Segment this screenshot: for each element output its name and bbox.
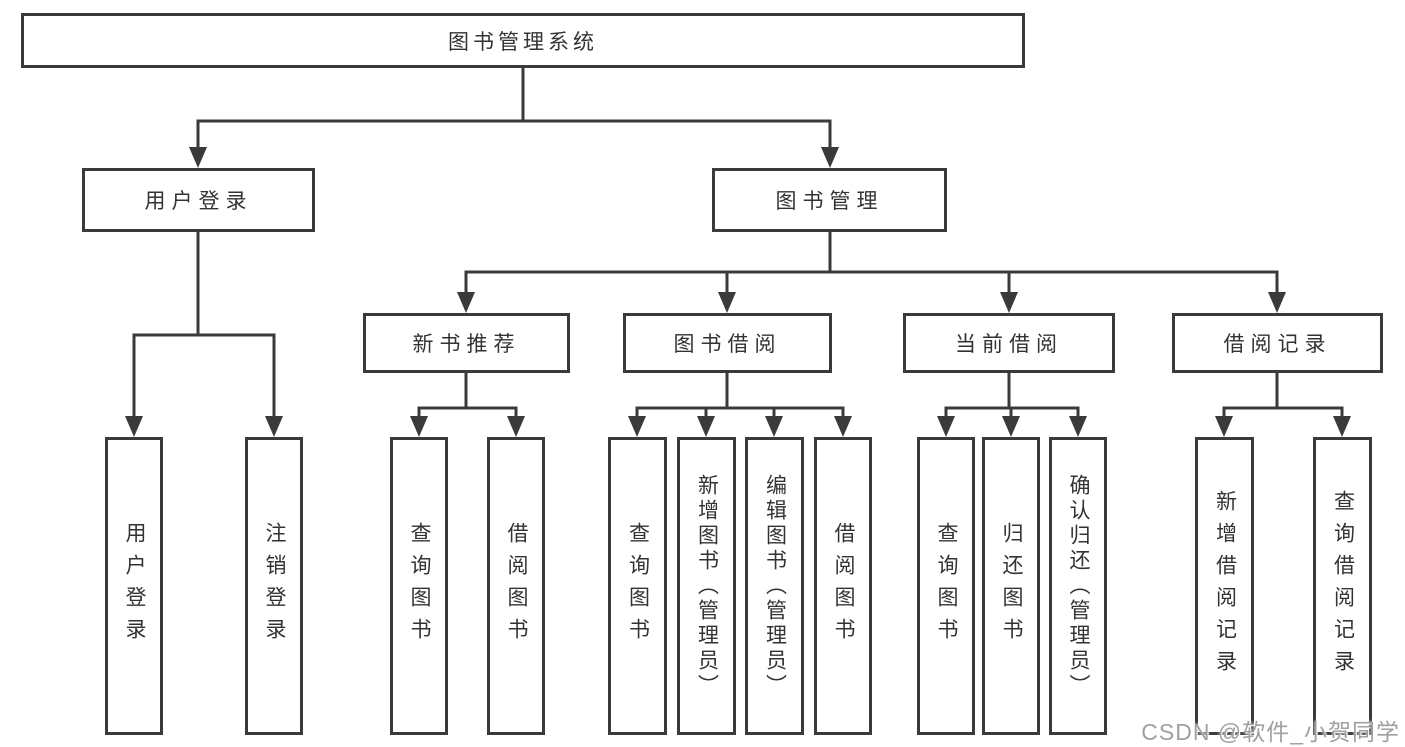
node-new-book-recommendation: 新书推荐 xyxy=(363,313,570,373)
leaf-add-books-admin: 新增图书（管理员） xyxy=(677,437,736,735)
node-current-borrowing: 当前借阅 xyxy=(903,313,1115,373)
leaf-add-borrow-record: 新增借阅记录 xyxy=(1195,437,1254,735)
node-book-management-branch: 图书管理 xyxy=(712,168,947,232)
leaf-confirm-return-admin: 确认归还（管理员） xyxy=(1049,437,1107,735)
leaf-edit-books-admin: 编辑图书（管理员） xyxy=(745,437,804,735)
leaf-borrow-books-1: 借阅图书 xyxy=(487,437,545,735)
leaf-borrow-books-2: 借阅图书 xyxy=(814,437,872,735)
leaf-query-books-3: 查询图书 xyxy=(917,437,975,735)
node-user-login-branch: 用户登录 xyxy=(82,168,315,232)
node-library-management-system: 图书管理系统 xyxy=(21,13,1025,68)
node-borrowing-records: 借阅记录 xyxy=(1172,313,1383,373)
node-book-borrowing: 图书借阅 xyxy=(623,313,832,373)
csdn-watermark: CSDN @软件_小贺同学 xyxy=(1141,719,1400,745)
leaf-query-books-2: 查询图书 xyxy=(608,437,667,735)
leaf-query-borrow-record: 查询借阅记录 xyxy=(1313,437,1372,735)
leaf-return-books: 归还图书 xyxy=(982,437,1040,735)
leaf-user-login: 用户登录 xyxy=(105,437,163,735)
leaf-query-books-1: 查询图书 xyxy=(390,437,448,735)
leaf-logout: 注销登录 xyxy=(245,437,303,735)
